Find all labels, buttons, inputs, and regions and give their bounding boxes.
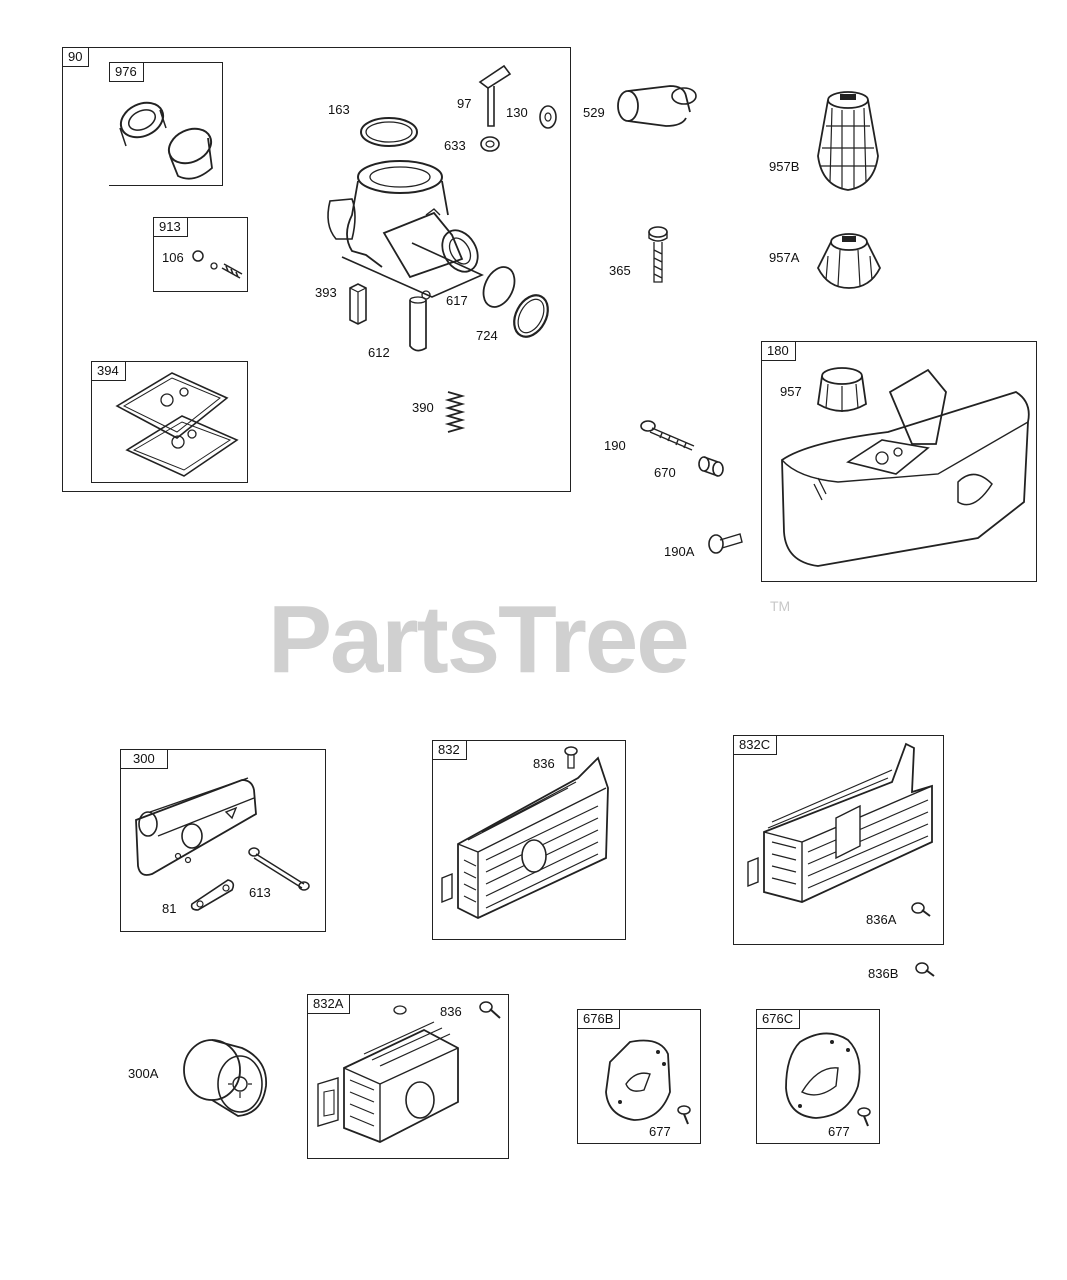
group-676B-tag: 676B	[578, 1010, 621, 1029]
label-190A[interactable]: 190A	[664, 544, 695, 559]
label-670[interactable]: 670	[654, 465, 676, 480]
group-90-tag: 90	[63, 48, 90, 67]
label-957[interactable]: 957	[780, 384, 802, 399]
deflector-676B-icon[interactable]	[600, 1036, 690, 1126]
label-957A[interactable]: 957A	[769, 250, 800, 265]
screw-190A-icon[interactable]	[706, 528, 746, 558]
carburetor-body-icon[interactable]	[322, 155, 492, 355]
label-836A[interactable]: 836A	[866, 912, 897, 927]
screw-836B-icon[interactable]	[914, 960, 936, 980]
washer-130-icon[interactable]	[536, 102, 560, 132]
label-633[interactable]: 633	[444, 138, 466, 153]
group-832C-box[interactable]: 832C	[733, 735, 944, 945]
elbow-529-icon[interactable]	[612, 82, 700, 132]
label-130[interactable]: 130	[506, 105, 528, 120]
tube-612-icon[interactable]	[402, 296, 438, 358]
air-cleaner-adapter-icon[interactable]	[112, 88, 222, 183]
group-300-tag: 300	[121, 750, 168, 769]
label-836B[interactable]: 836B	[868, 966, 899, 981]
bolt-613-icon[interactable]	[246, 846, 312, 892]
group-180-box[interactable]: 180	[761, 341, 1037, 582]
label-724[interactable]: 724	[476, 328, 498, 343]
fuel-cap-957A-icon[interactable]	[814, 230, 884, 290]
lock-plate-81-icon[interactable]	[188, 874, 238, 914]
fuel-tank-icon[interactable]	[778, 362, 1034, 574]
group-913-box[interactable]: 913	[153, 217, 248, 292]
group-976-tag: 976	[109, 63, 144, 82]
needle-valve-icon[interactable]	[190, 248, 245, 286]
screw-677-c-icon[interactable]	[854, 1106, 876, 1128]
label-393[interactable]: 393	[315, 285, 337, 300]
muffler-300A-icon[interactable]	[176, 1030, 276, 1122]
group-832C-tag: 832C	[734, 736, 778, 755]
group-913-tag: 913	[154, 218, 188, 237]
throttle-shaft-icon[interactable]	[474, 60, 514, 130]
label-190[interactable]: 190	[604, 438, 626, 453]
muffler-guard-832-icon[interactable]	[438, 748, 620, 928]
label-81[interactable]: 81	[162, 901, 177, 916]
muffler-guard-832C-icon[interactable]	[742, 742, 938, 912]
group-832A-box[interactable]: 832A	[307, 994, 509, 1159]
screw-677-b-icon[interactable]	[674, 1104, 696, 1126]
label-677-b[interactable]: 677	[649, 1124, 671, 1139]
spacer-670-icon[interactable]	[696, 454, 726, 480]
label-836-top[interactable]: 836	[533, 756, 555, 771]
group-676C-box[interactable]: 676C	[756, 1009, 880, 1144]
watermark: PartsTree	[268, 586, 690, 693]
label-613[interactable]: 613	[249, 885, 271, 900]
muffler-guard-832A-icon[interactable]	[314, 1004, 464, 1152]
group-832-tag: 832	[433, 741, 467, 760]
label-612[interactable]: 612	[368, 345, 390, 360]
screw-365-icon[interactable]	[646, 224, 670, 286]
bolt-190-icon[interactable]	[638, 416, 698, 456]
group-394-box[interactable]: 394	[91, 361, 248, 483]
group-832A-tag: 832A	[308, 995, 351, 1014]
spring-390-icon[interactable]	[444, 388, 466, 436]
trademark-mark: TM	[770, 598, 791, 614]
label-163[interactable]: 163	[328, 102, 350, 117]
o-ring-163-icon[interactable]	[356, 112, 422, 152]
gasket-kit-icon[interactable]	[112, 368, 242, 478]
seal-633-icon[interactable]	[478, 134, 502, 154]
label-617[interactable]: 617	[446, 293, 468, 308]
label-836-lower[interactable]: 836	[440, 1004, 462, 1019]
group-676B-box[interactable]: 676B	[577, 1009, 701, 1144]
label-957B[interactable]: 957B	[769, 159, 800, 174]
group-180-tag: 180	[762, 342, 796, 361]
group-300-box[interactable]: 300	[120, 749, 326, 932]
label-390[interactable]: 390	[412, 400, 434, 415]
group-394-tag: 394	[92, 362, 126, 381]
label-677-c[interactable]: 677	[828, 1124, 850, 1139]
group-976-box[interactable]: 976	[109, 62, 223, 186]
group-90-box[interactable]: 90	[62, 47, 571, 492]
float-pin-393-icon[interactable]	[346, 282, 370, 326]
gasket-724-icon[interactable]	[508, 290, 554, 342]
screw-836-icon[interactable]	[562, 746, 580, 770]
group-676C-tag: 676C	[757, 1010, 801, 1029]
deflector-676C-icon[interactable]	[778, 1026, 868, 1122]
fuel-cap-957B-icon[interactable]	[812, 86, 884, 196]
screw-836A-icon[interactable]	[910, 900, 932, 920]
muffler-300-icon[interactable]	[132, 774, 308, 884]
gasket-617-icon[interactable]	[478, 262, 520, 312]
label-300A[interactable]: 300A	[128, 1066, 159, 1081]
label-365[interactable]: 365	[609, 263, 631, 278]
group-832-box[interactable]: 832	[432, 740, 626, 940]
label-97[interactable]: 97	[457, 96, 472, 111]
label-106[interactable]: 106	[162, 250, 184, 265]
screw-836-lower-icon[interactable]	[478, 1000, 502, 1022]
label-529[interactable]: 529	[583, 105, 605, 120]
